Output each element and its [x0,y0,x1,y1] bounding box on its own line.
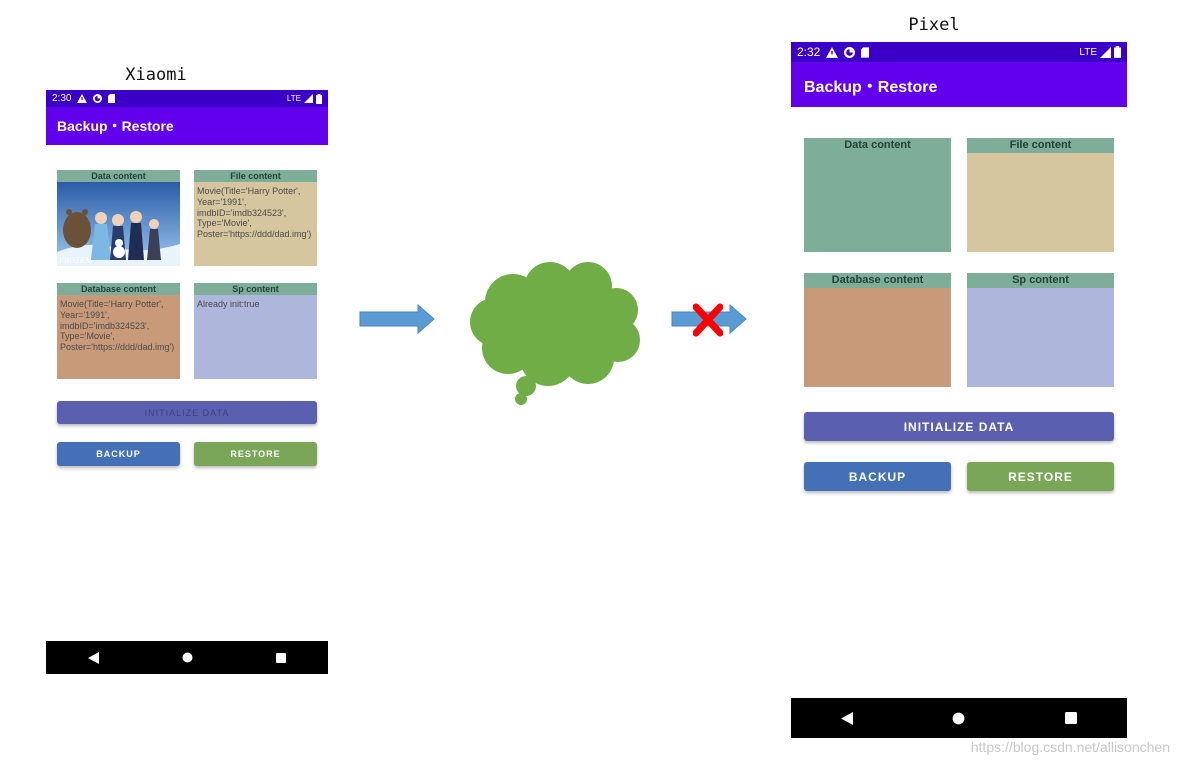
sd-card-icon [861,46,870,58]
recents-icon[interactable] [276,652,287,663]
tile-body-text: Movie(Title='Harry Potter', Year='1991',… [197,186,312,240]
data-content-tile: Data content FROZEN [57,170,180,266]
tile-title: Database content [57,283,180,295]
xiaomi-navigation-bar [46,641,328,674]
data-saver-icon [93,94,103,103]
app-title: Backup・Restore [57,118,174,134]
data-content-tile: Data content [804,138,951,252]
tile-title: Sp content [967,273,1114,288]
battery-icon [316,93,322,104]
flow-arrow [359,304,435,334]
initialize-data-button[interactable]: INITIALIZE DATA [57,401,317,424]
tile-body-text: Movie(Title='Harry Potter', Year='1991',… [60,299,175,353]
battery-icon [1114,46,1121,58]
database-content-tile: Database content [804,273,951,387]
pixel-status-bar: 2:32 LTE [791,42,1127,62]
sp-content-tile: Sp content Already init:true [194,283,317,379]
recents-icon[interactable] [1065,712,1078,724]
sp-content-tile: Sp content [967,273,1114,387]
watermark-text: https://blog.csdn.net/allisonchen [970,739,1170,755]
xiaomi-device-label: Xiaomi [125,65,187,85]
file-content-tile: File content Movie(Title='Harry Potter',… [194,170,317,266]
tile-title: File content [967,138,1114,153]
backup-button[interactable]: BACKUP [804,462,951,491]
signal-icon [304,94,313,103]
tile-title: Data content [57,170,180,182]
xiaomi-status-bar: 2:30 LTE [46,90,328,107]
data-saver-icon [844,46,856,58]
warning-icon [826,46,839,58]
pixel-device-label: Pixel [908,15,960,35]
network-type: LTE [286,94,301,103]
status-time: 2:30 [52,93,72,104]
frozen-movie-poster: FROZEN [57,182,180,266]
network-type: LTE [1079,46,1097,58]
back-icon[interactable] [840,711,853,725]
xiaomi-phone-screen: 2:30 LTE Backup・Restore Data content [46,90,328,674]
home-icon[interactable] [182,652,193,663]
tile-title: Sp content [194,283,317,295]
restore-button[interactable]: RESTORE [194,442,317,466]
home-icon[interactable] [952,712,965,725]
sd-card-icon [108,94,116,103]
status-time: 2:32 [797,45,821,59]
warning-icon [77,94,88,103]
app-title: Backup・Restore [804,78,938,96]
poster-logo-text: FROZEN [58,257,92,265]
back-icon[interactable] [87,651,99,664]
pixel-app-bar: Backup・Restore [791,62,1127,107]
initialize-data-button[interactable]: INITIALIZE DATA [804,412,1114,441]
signal-icon [1100,46,1111,58]
backup-button[interactable]: BACKUP [57,442,180,466]
file-content-tile: File content [967,138,1114,252]
restore-button[interactable]: RESTORE [967,462,1114,491]
tile-title: Data content [804,138,951,153]
red-cross-icon [693,303,723,337]
tile-body-text: Already init:true [197,299,260,309]
pixel-phone-screen: 2:32 LTE Backup・Restore Data content Fil… [791,42,1127,738]
tile-title: File content [194,170,317,182]
pixel-navigation-bar [791,698,1127,738]
xiaomi-app-bar: Backup・Restore [46,107,328,145]
database-content-tile: Database content Movie(Title='Harry Pott… [57,283,180,379]
tile-title: Database content [804,273,951,288]
cloud-shape [470,262,640,405]
